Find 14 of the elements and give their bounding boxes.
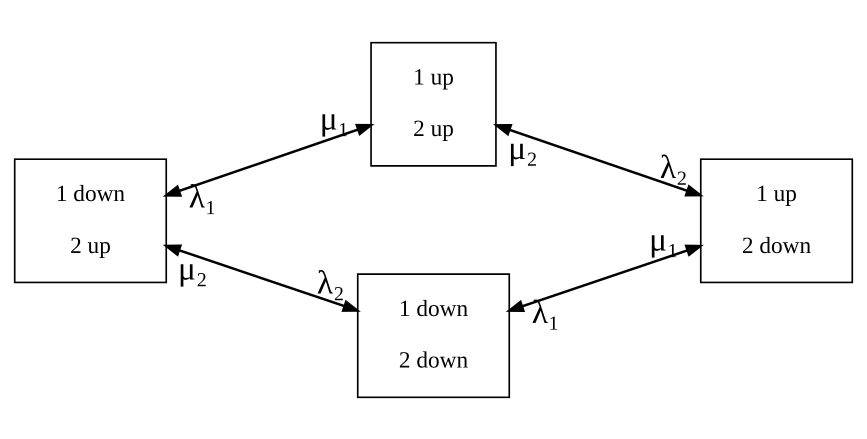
label: λ₂	[660, 148, 688, 186]
arrow	[493, 124, 704, 196]
label: μ₁	[320, 100, 350, 138]
node-box: 1 down 2 down	[356, 272, 510, 398]
node-box: 1 down 2 up	[14, 158, 168, 283]
node-box: 1 up 2 down	[700, 158, 854, 283]
arrow	[506, 244, 704, 312]
arrow	[162, 244, 361, 312]
arrow	[162, 123, 374, 196]
label: μ₂	[508, 130, 538, 167]
label: λ₂	[316, 264, 345, 302]
label: μ₂	[178, 250, 208, 288]
node-box: 1 up 2 up	[370, 41, 497, 166]
label: μ₁	[649, 220, 679, 258]
